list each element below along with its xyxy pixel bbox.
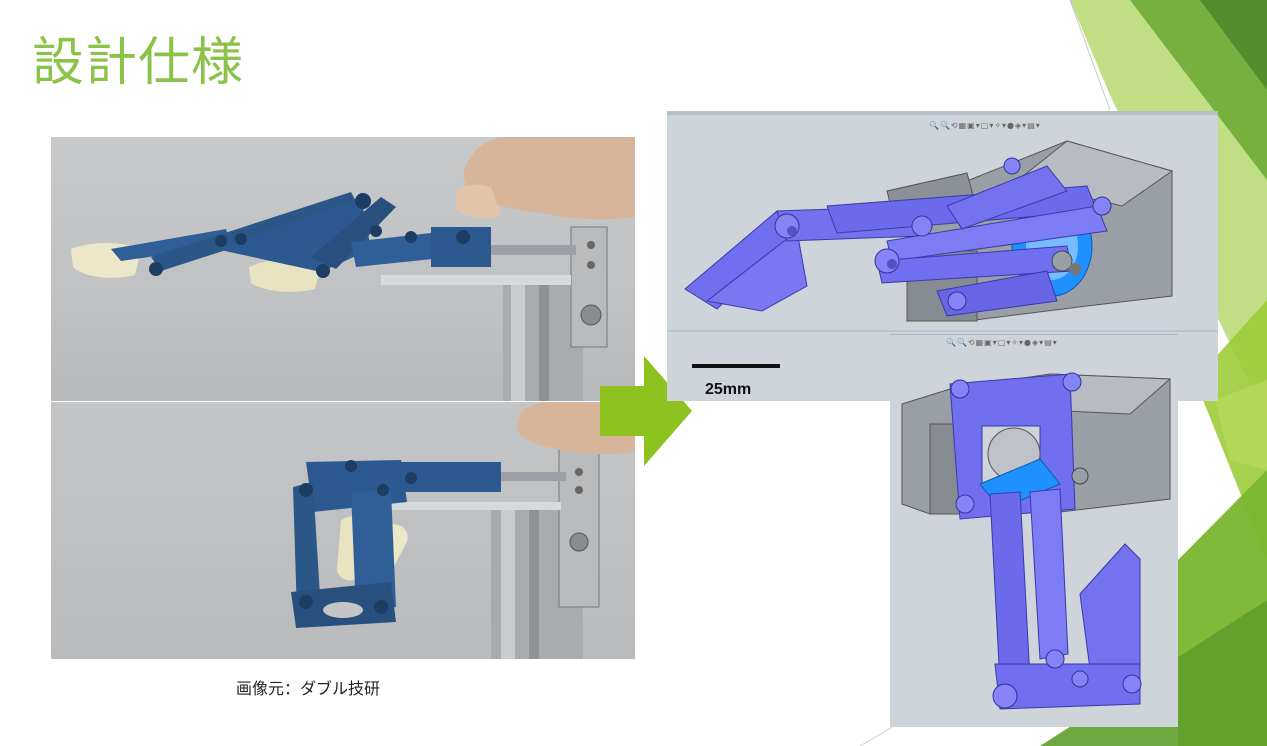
photo-finger-extended	[51, 137, 635, 401]
cad-view-bottom: 🔍🔍⟲▦▣▾▢▾✧▾●◈▾▤▾	[890, 334, 1178, 727]
right-arrow-icon	[600, 356, 692, 466]
scale-bar	[692, 364, 780, 368]
cad-toolbar-top[interactable]: 🔍🔍⟲▦▣▾▢▾✧▾●◈▾▤▾	[929, 121, 1041, 130]
slide-title: 設計仕様	[32, 33, 245, 93]
photo-finger-flexed	[51, 402, 635, 659]
scale-bar-label: 25mm	[705, 381, 752, 398]
image-source-caption: 画像元：ダブル技研	[236, 679, 381, 698]
cad-toolbar-bottom[interactable]: 🔍🔍⟲▦▣▾▢▾✧▾●◈▾▤▾	[946, 338, 1058, 347]
